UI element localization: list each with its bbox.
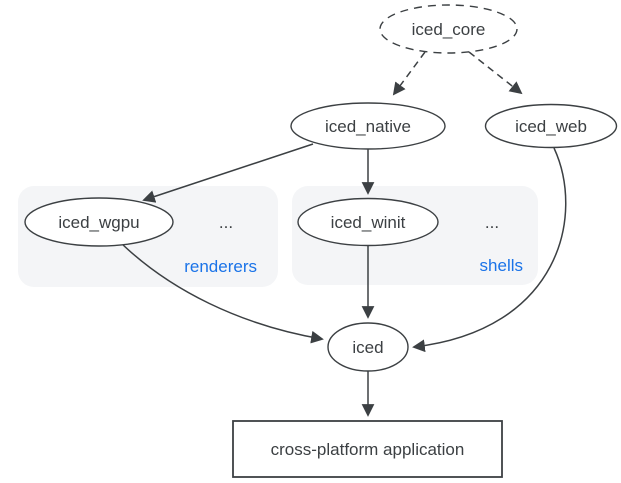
node-iced-web: iced_web xyxy=(484,103,618,149)
node-iced-native: iced_native xyxy=(290,102,446,150)
node-application: cross-platform application xyxy=(232,420,503,478)
node-iced-wgpu: iced_wgpu xyxy=(24,197,174,247)
edge-iced-native-to-iced-wgpu xyxy=(142,143,314,203)
node-iced-web-label: iced_web xyxy=(515,117,587,136)
node-iced: iced xyxy=(327,322,409,372)
node-iced-native-label: iced_native xyxy=(325,117,411,136)
node-iced-shape xyxy=(327,322,409,372)
node-application-label: cross-platform application xyxy=(271,440,465,459)
group-shells-label: shells xyxy=(480,256,523,275)
node-iced-winit-shape xyxy=(297,197,439,247)
node-iced-wgpu-label: iced_wgpu xyxy=(58,213,139,232)
edge-iced-core-to-iced-web xyxy=(468,51,523,95)
edge-iced-core-to-iced-native xyxy=(392,51,426,96)
group-renderers-ellipsis: ... xyxy=(219,213,233,232)
node-iced-winit-label: iced_winit xyxy=(331,213,406,232)
node-iced-winit: iced_winit xyxy=(297,197,439,247)
node-iced-label: iced xyxy=(352,338,383,357)
node-iced-wgpu-shape xyxy=(24,197,174,247)
node-iced-web-shape xyxy=(484,103,618,149)
edge-iced-web-to-iced xyxy=(412,147,567,353)
edge-iced-wgpu-to-iced xyxy=(120,242,324,344)
group-renderers-label: renderers xyxy=(184,257,257,276)
node-application-shape xyxy=(232,420,503,478)
node-iced-core: iced_core xyxy=(379,4,518,54)
node-iced-core-shape xyxy=(379,4,518,54)
node-iced-core-label: iced_core xyxy=(412,20,486,39)
group-shells-ellipsis: ... xyxy=(485,213,499,232)
node-iced-native-shape xyxy=(290,102,446,150)
